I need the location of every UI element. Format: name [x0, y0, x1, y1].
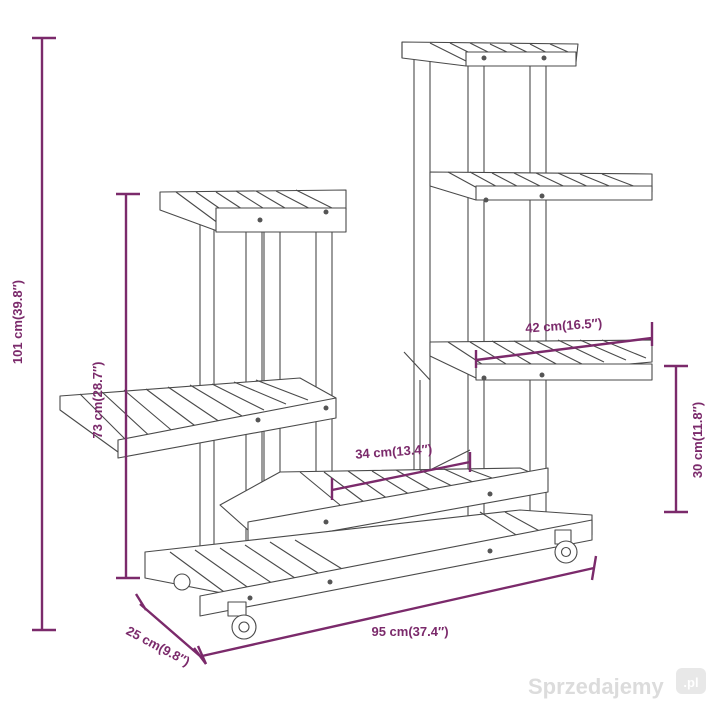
label-width: 95 cm(37.4″) — [371, 624, 448, 639]
dim-line-width — [196, 555, 598, 665]
label-depth: 25 cm(9.8″) — [124, 623, 193, 669]
label-left-height: 73 cm(28.7″) — [90, 361, 105, 438]
dim-line-bottom-height — [664, 364, 688, 514]
watermark: Sprzedajemy .pl — [528, 668, 706, 699]
watermark-suffix: .pl — [683, 675, 698, 690]
tower-post-back-left — [413, 54, 431, 506]
dim-line-shelf-upper — [474, 322, 654, 368]
tower-post-front-right — [529, 57, 547, 529]
lower-center-shelf — [219, 467, 549, 547]
caster-back-left — [173, 573, 191, 591]
watermark-badge — [676, 668, 706, 694]
label-shelf-upper: 42 cm(16.5″) — [525, 315, 603, 335]
dim-line-total-height — [32, 36, 56, 632]
label-total-height: 101 cm(39.8″) — [10, 280, 25, 364]
left-post-inner — [263, 227, 281, 509]
label-bottom-height: 30 cm(11.8″) — [690, 402, 705, 478]
dim-line-left-height — [116, 192, 140, 580]
left-top-shelf — [159, 189, 347, 233]
tower-brace — [403, 351, 471, 471]
label-shelf-lower: 34 cm(13.4″) — [355, 441, 433, 461]
plant-stand-illustration — [59, 41, 653, 640]
dim-line-shelf-lower — [330, 452, 472, 500]
caster-front-right — [554, 529, 578, 564]
caster-front-left — [227, 601, 257, 640]
tower-top-shelf — [401, 41, 579, 67]
left-middle-shelf — [59, 377, 337, 459]
tower-middle-shelf — [429, 171, 653, 203]
base-frame — [144, 509, 593, 617]
watermark-text: Sprzedajemy — [528, 674, 664, 699]
dimension-lines — [32, 36, 688, 665]
tower-lower-shelf — [429, 339, 653, 381]
